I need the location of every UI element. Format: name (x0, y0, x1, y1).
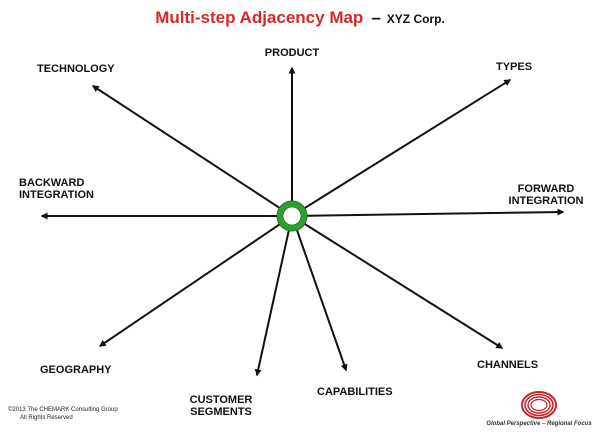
title-dash: – (371, 8, 381, 27)
label-technology: TECHNOLOGY (37, 63, 115, 75)
arrow-geography (98, 215, 293, 347)
label-backward-line2: INTEGRATION (19, 189, 94, 201)
page-title: Multi-step Adjacency Map–XYZ Corp. (0, 8, 600, 28)
label-geography: GEOGRAPHY (40, 364, 112, 376)
label-capabilities: CAPABILITIES (317, 386, 393, 398)
arrow-types (291, 79, 512, 217)
label-forward-line1: FORWARD (517, 183, 575, 195)
label-forward-integration: FORWARD INTEGRATION (506, 183, 586, 207)
label-customer-line2: SEGMENTS (190, 406, 252, 418)
copyright-line2: All Rights Reserved (20, 415, 73, 421)
arrow-customer-segments (254, 215, 293, 377)
label-backward-line1: BACKWARD (19, 177, 85, 189)
copyright-note: ©2013 The CHEMARK Consulting Group All R… (8, 406, 118, 422)
tagline: Global Perspective – Regional Focus (486, 421, 592, 427)
title-main: Multi-step Adjacency Map (155, 8, 364, 27)
arrow-capabilities (291, 215, 348, 372)
label-customer-line1: CUSTOMER (189, 394, 253, 406)
label-backward-integration: BACKWARD INTEGRATION (19, 177, 94, 201)
brand-block: Global Perspective – Regional Focus (486, 388, 592, 432)
arrow-technology (91, 85, 293, 217)
label-channels: CHANNELS (477, 359, 539, 371)
label-types: TYPES (496, 61, 533, 73)
label-customer-segments: CUSTOMER SEGMENTS (181, 394, 261, 418)
arrow-forward-integration (291, 208, 565, 217)
copyright-line1: ©2013 The CHEMARK Consulting Group (8, 407, 118, 413)
hub-ring-icon (276, 200, 308, 232)
title-company: XYZ Corp. (386, 12, 445, 26)
chemark-logo-icon (521, 391, 557, 419)
label-forward-line2: INTEGRATION (508, 195, 584, 207)
arrow-channels (291, 215, 504, 349)
label-product: PRODUCT (264, 47, 320, 59)
